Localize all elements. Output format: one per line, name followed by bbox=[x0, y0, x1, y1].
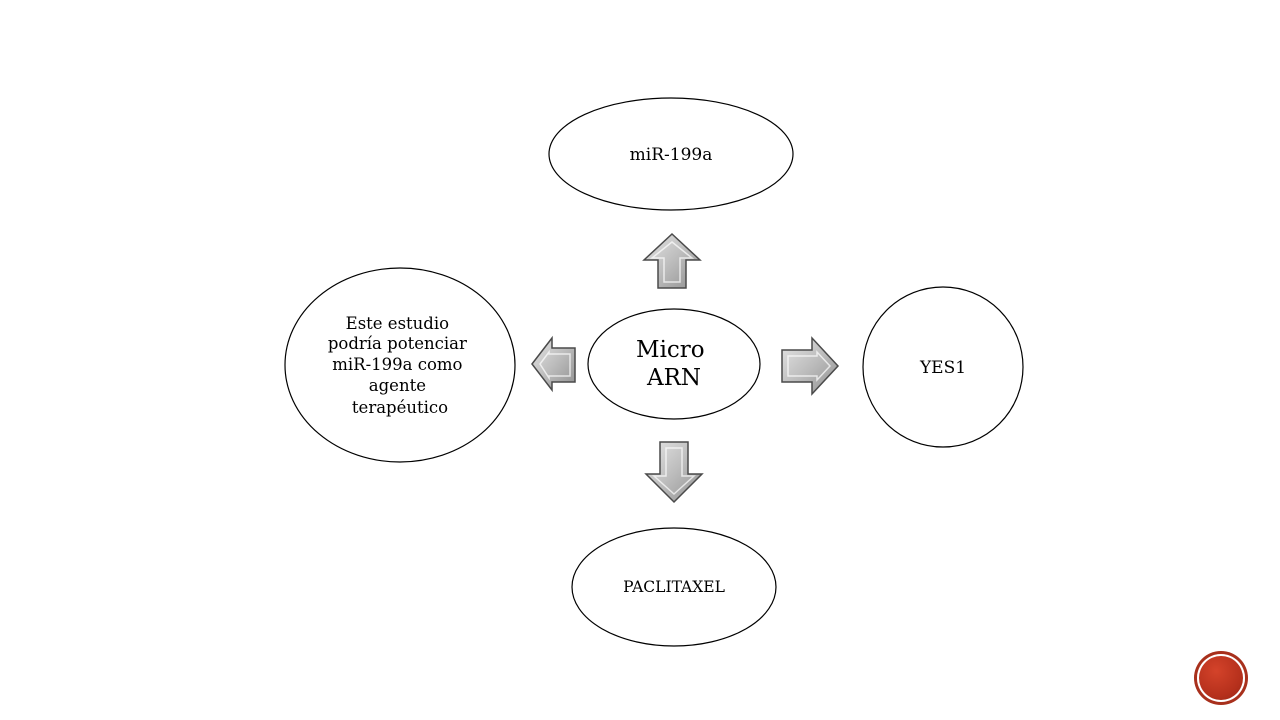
node-right: YES1 bbox=[862, 286, 1024, 448]
svg-text:miR-199a: miR-199a bbox=[630, 145, 713, 165]
left-label-line-5: terapéutico bbox=[352, 398, 448, 417]
slide-nav-icon[interactable] bbox=[1197, 654, 1245, 702]
right-label: YES1 bbox=[919, 358, 966, 378]
left-label-line-2: podría potenciar bbox=[328, 334, 467, 353]
bottom-label: PACLITAXEL bbox=[623, 578, 725, 596]
arrow-right bbox=[781, 336, 840, 396]
node-left: Este estudio podría potenciar miR-199a c… bbox=[284, 267, 516, 463]
left-label-line-1: Este estudio bbox=[346, 314, 449, 333]
svg-text:Micro ARN: Micro ARN bbox=[636, 337, 712, 391]
node-top: miR-199a bbox=[548, 97, 794, 211]
arrow-up bbox=[642, 232, 702, 289]
node-center: Micro ARN bbox=[587, 308, 761, 420]
arrow-down bbox=[644, 441, 704, 504]
arrow-left bbox=[531, 335, 576, 393]
center-label-line-1: Micro bbox=[636, 337, 705, 363]
node-bottom: PACLITAXEL bbox=[571, 527, 777, 647]
left-label-line-4: agente bbox=[369, 376, 426, 395]
svg-text:PACLITAXEL: PACLITAXEL bbox=[623, 578, 725, 596]
svg-text:YES1: YES1 bbox=[919, 358, 966, 378]
top-label: miR-199a bbox=[630, 145, 713, 165]
center-label-line-2: ARN bbox=[646, 365, 701, 391]
svg-text:Este estudio podría pote: Este estudio podría potenciar miR-199a c… bbox=[328, 314, 472, 417]
left-label-line-3: miR-199a como bbox=[332, 355, 462, 374]
